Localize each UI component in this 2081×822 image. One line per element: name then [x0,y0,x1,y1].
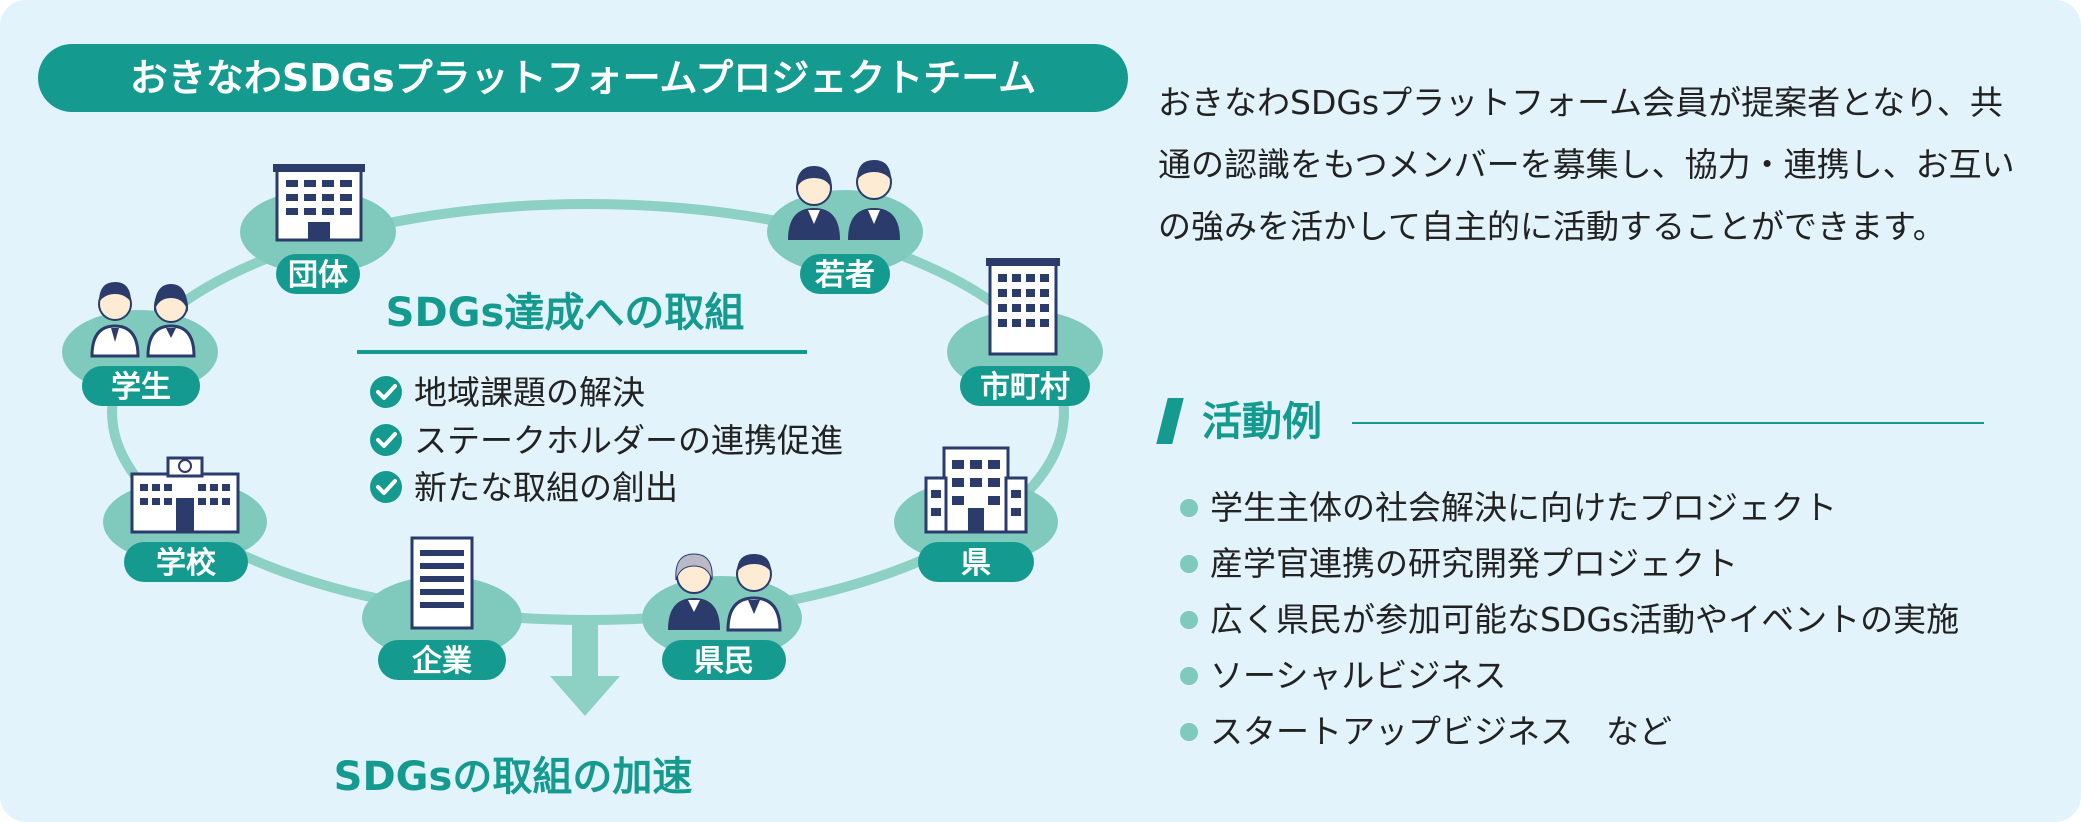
node-label: 市町村 [980,370,1070,405]
young-people-icon [788,160,900,240]
node-label: 団体 [288,258,349,293]
down-arrow-icon [550,624,620,716]
result-title: SDGsの取組の加速 [334,754,693,800]
residents-icon [668,553,782,632]
collaboration-diagram: SDGs達成への取組 地域課題の解決 ステークホルダーの連携促進 新たな取組の創… [62,160,1103,800]
bullet-icon [1180,723,1198,741]
check-circle-icon [370,471,402,503]
description-text: おきなわSDGsプラットフォーム会員が提案者となり、共通の認識をもつメンバーを募… [1158,83,2015,246]
prefectural-office-icon [924,446,1028,534]
node-label: 学校 [156,546,216,581]
point-2: ステークホルダーの連携促進 [370,421,843,460]
node-label: 若者 [815,258,875,293]
list-item: スタートアップビジネス など [1180,704,1959,760]
check-circle-icon [370,424,402,456]
examples-header: 活動例 [1156,392,1984,452]
node-label: 学生 [111,370,171,405]
center-divider [357,350,807,354]
header-rule [1352,422,1984,424]
point-3: 新たな取組の創出 [370,468,678,507]
collaboration-ring [107,199,1069,625]
node-kigyou: 企業 [362,536,522,680]
point-text: ステークホルダーの連携促進 [414,421,843,460]
point-text: 新たな取組の創出 [414,468,678,507]
node-dantai: 団体 [240,164,396,294]
examples-header-label: 活動例 [1202,399,1322,445]
node-label: 県民 [694,644,754,679]
point-1: 地域課題の解決 [370,373,645,412]
list-item: 産学官連携の研究開発プロジェクト [1180,536,1959,592]
bullet-icon [1180,499,1198,517]
node-gakusei: 学生 [62,282,218,406]
header-accent-bar [1156,398,1184,444]
node-label: 県 [961,546,991,581]
check-circle-icon [370,376,402,408]
node-wakamono: 若者 [767,160,923,294]
title-banner: おきなわSDGsプラットフォームプロジェクトチーム [38,44,1128,112]
office-tower-icon [986,258,1060,356]
node-shichouson: 市町村 [947,258,1103,406]
examples-list: 学生主体の社会解決に向けたプロジェクト 産学官連携の研究開発プロジェクト 広く県… [1180,480,1959,760]
list-item: 広く県民が参加可能なSDGs活動やイベントの実施 [1180,592,1959,648]
list-item: 学生主体の社会解決に向けたプロジェクト [1180,480,1959,536]
school-icon [130,456,240,534]
node-ken: 県 [894,446,1058,582]
bullet-icon [1180,667,1198,685]
bullet-icon [1180,611,1198,629]
corporate-building-icon [410,536,474,630]
building-icon [273,164,365,242]
node-kenmin: 県民 [642,553,802,680]
center-title: SDGs達成への取組 [386,290,745,336]
bullet-icon [1180,555,1198,573]
node-gakkou: 学校 [103,456,267,582]
students-icon [90,282,196,358]
point-text: 地域課題の解決 [414,373,645,412]
node-label: 企業 [412,644,472,679]
list-item: ソーシャルビジネス [1180,648,1959,704]
